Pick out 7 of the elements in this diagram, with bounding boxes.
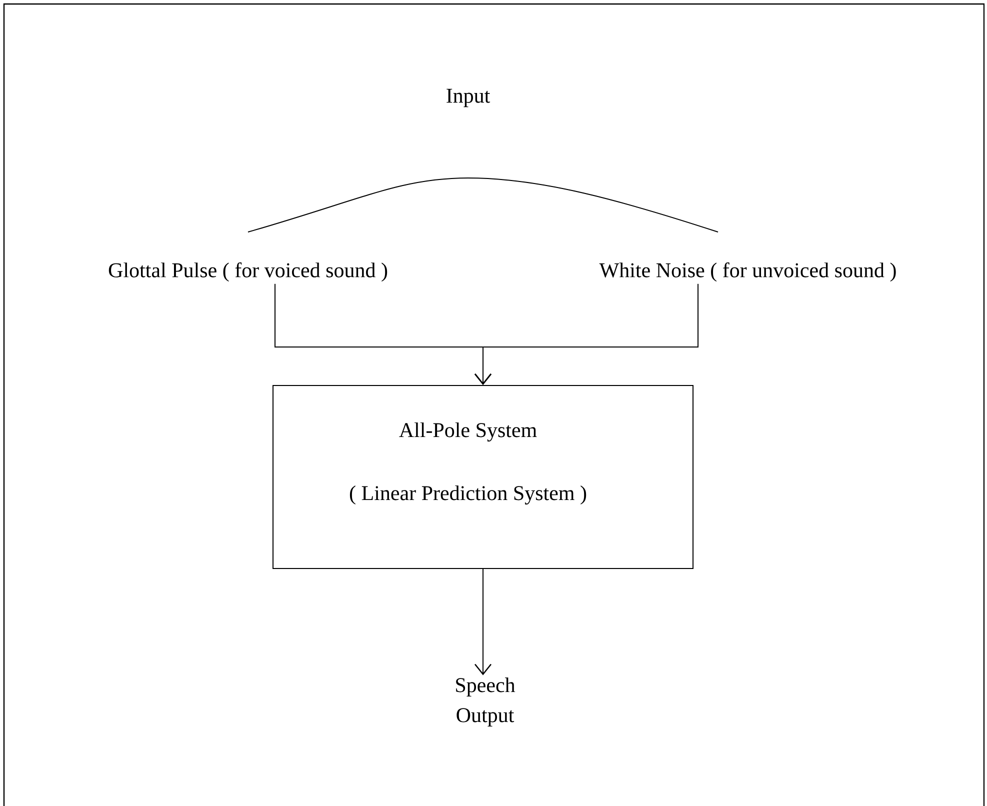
process-box: All-Pole System ( Linear Prediction System ) <box>272 385 694 569</box>
arrow <box>474 568 492 676</box>
node-label: White Noise ( for unvoiced sound ) <box>599 262 896 282</box>
node-label: Glottal Pulse ( for voiced sound ) <box>108 262 388 282</box>
arrow <box>474 283 698 385</box>
input-label: Input <box>446 88 490 108</box>
node-label: Speech Output <box>456 678 516 727</box>
